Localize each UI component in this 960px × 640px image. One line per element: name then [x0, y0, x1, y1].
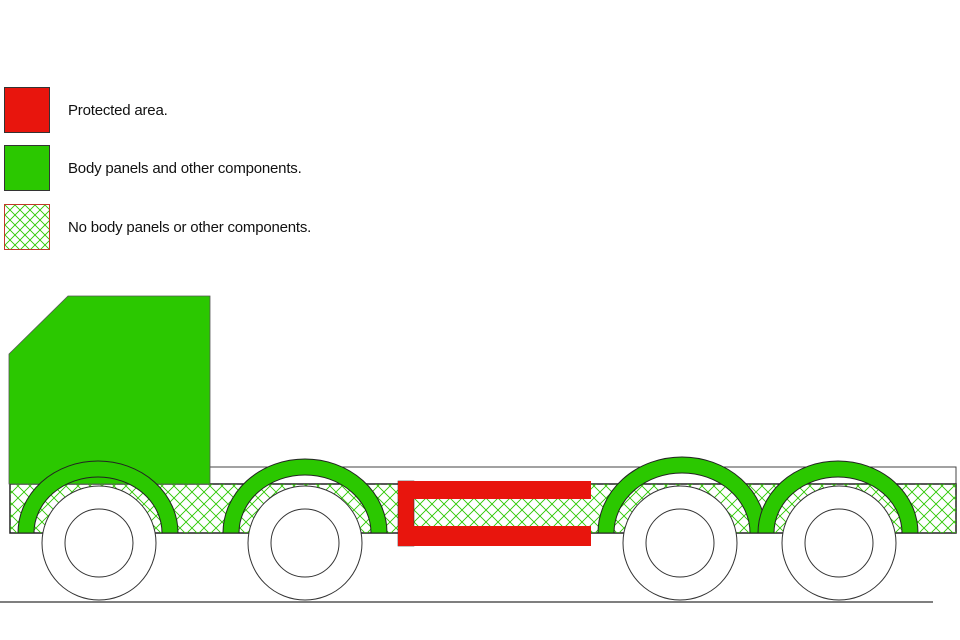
- mudguard-arch: [757, 460, 919, 534]
- legend: Protected area. Body panels and other co…: [0, 0, 400, 260]
- legend-label: Body panels and other components.: [68, 159, 302, 177]
- no-body-panels-swatch: [4, 204, 50, 250]
- protected-area-swatch: [4, 87, 50, 133]
- legend-item-no-body-panels: No body panels or other components.: [4, 204, 311, 250]
- legend-label: No body panels or other components.: [68, 218, 312, 236]
- wheel-icon: [622, 485, 738, 601]
- legend-item-protected-area: Protected area.: [4, 87, 168, 133]
- body-panels-swatch: [4, 145, 50, 191]
- wheel-icon: [41, 485, 157, 601]
- mudguard-arch: [222, 458, 388, 534]
- protected-area-top-bar: [398, 481, 591, 499]
- protected-area-bottom-bar: [398, 526, 591, 546]
- wheel-icon: [781, 485, 897, 601]
- wheel-icon: [247, 485, 363, 601]
- mudguard-arch: [17, 460, 179, 534]
- legend-item-body-panels: Body panels and other components.: [4, 145, 302, 191]
- legend-label: Protected area.: [68, 101, 168, 119]
- truck-cab: [8, 295, 211, 485]
